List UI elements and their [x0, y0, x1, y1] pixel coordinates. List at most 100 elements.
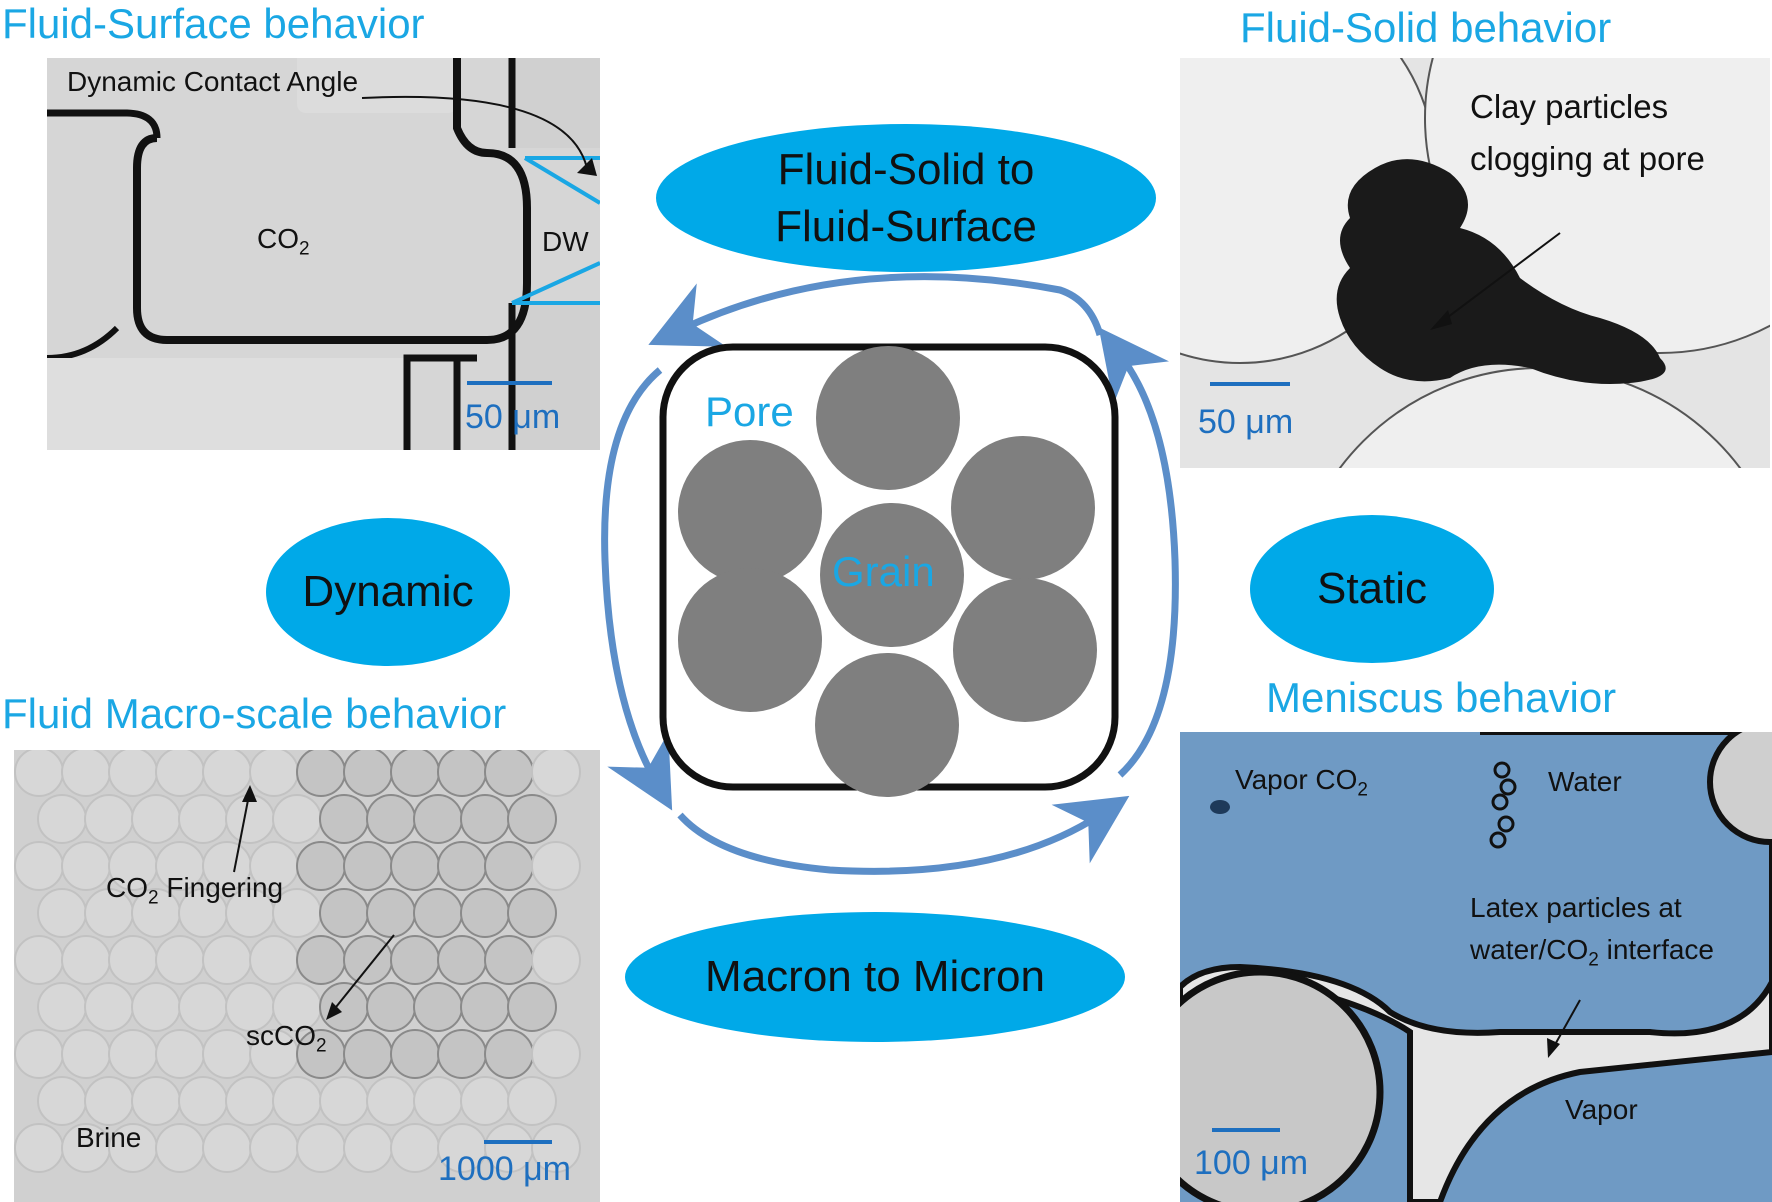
ellipse-dynamic: Dynamic — [266, 518, 510, 666]
label-vapor: Vapor — [1565, 1094, 1638, 1125]
macro-grain — [37, 1076, 87, 1126]
macro-grain — [413, 794, 463, 844]
macro-grain — [61, 935, 111, 985]
macro-grain — [366, 794, 416, 844]
grain — [678, 568, 822, 712]
label-latex-line1: Latex particles at — [1470, 892, 1682, 923]
macro-grain — [413, 888, 463, 938]
panel-fluid-macro: CO2 Fingering scCO2 Brine 1000 μm — [14, 750, 600, 1202]
macro-grain — [61, 1029, 111, 1079]
macro-grain — [131, 1076, 181, 1126]
macro-grain — [296, 935, 346, 985]
macro-grain — [202, 750, 252, 797]
micrograph-macro — [14, 750, 600, 1202]
macro-grain — [343, 935, 393, 985]
macro-grain — [155, 935, 205, 985]
label-co2-fingering: CO2 Fingering — [106, 872, 284, 909]
macro-grain — [296, 1123, 346, 1173]
arrow-right — [1098, 327, 1179, 778]
macro-grain — [460, 794, 510, 844]
macro-grain — [202, 935, 252, 985]
label-clay-line2: clogging at pore — [1470, 140, 1705, 177]
macro-grain — [390, 935, 440, 985]
macro-grain — [249, 1123, 299, 1173]
macro-grain — [14, 935, 64, 985]
panel-fluid-surface: Dynamic Contact Angle CO2 DW 50 μm — [47, 58, 600, 450]
macro-grain — [296, 750, 346, 797]
macro-grain — [225, 1076, 275, 1126]
grain — [678, 440, 822, 584]
ellipse-static: Static — [1250, 515, 1494, 663]
macro-grain — [319, 888, 369, 938]
macro-grain — [14, 750, 64, 797]
macro-grain — [531, 841, 581, 891]
scale-label-tr: 50 μm — [1198, 403, 1294, 441]
macro-grain — [507, 794, 557, 844]
label-brine: Brine — [76, 1122, 142, 1153]
title-meniscus: Meniscus behavior — [1266, 674, 1617, 721]
macro-grain — [460, 982, 510, 1032]
grain — [951, 436, 1095, 580]
label-scco2: scCO2 — [246, 1020, 327, 1057]
arrow-bottom — [677, 795, 1130, 875]
label-water: Water — [1548, 766, 1622, 797]
grain — [816, 346, 960, 490]
macro-grain — [272, 1076, 322, 1126]
macro-grain — [437, 841, 487, 891]
macro-grain — [507, 982, 557, 1032]
macro-grain — [484, 841, 534, 891]
macro-grain — [84, 794, 134, 844]
label-latex-line2: water/CO2 interface — [1470, 934, 1714, 971]
panel-fluid-solid: Clay particles clogging at pore 50 μm — [1180, 58, 1770, 468]
macro-grain — [178, 982, 228, 1032]
macro-grain — [460, 888, 510, 938]
macro-grain — [14, 1029, 64, 1079]
macro-grain — [484, 1029, 534, 1079]
macro-grain — [37, 982, 87, 1032]
macro-grain — [319, 794, 369, 844]
grain — [953, 578, 1097, 722]
macro-grain — [131, 982, 181, 1032]
macro-grain — [531, 935, 581, 985]
macro-grain — [343, 841, 393, 891]
macro-grain — [37, 888, 87, 938]
label-co2: CO2 — [257, 223, 310, 260]
macro-grain — [390, 750, 440, 797]
macro-grain — [319, 1076, 369, 1126]
macro-grain — [343, 750, 393, 797]
macro-grain — [460, 1076, 510, 1126]
title-fluid-surface: Fluid-Surface behavior — [2, 0, 425, 47]
macro-grain — [61, 750, 111, 797]
scale-label-tl: 50 μm — [465, 398, 561, 436]
scale-label-bl: 1000 μm — [438, 1150, 571, 1188]
macro-grain — [178, 794, 228, 844]
macro-grain — [108, 935, 158, 985]
macro-grain — [319, 982, 369, 1032]
macro-grain — [178, 1076, 228, 1126]
micrograph-clay — [1180, 58, 1770, 468]
macro-grain — [202, 1029, 252, 1079]
macro-grain — [531, 1029, 581, 1079]
grain — [815, 653, 959, 797]
arrow-left — [601, 367, 673, 811]
macro-grain — [531, 1123, 581, 1173]
title-fluid-macro: Fluid Macro-scale behavior — [2, 690, 507, 737]
macro-grain — [108, 1029, 158, 1079]
macro-grain — [343, 1029, 393, 1079]
macro-grain — [61, 841, 111, 891]
macro-grain — [37, 794, 87, 844]
macro-grain — [366, 982, 416, 1032]
label-clay-line1: Clay particles — [1470, 88, 1669, 125]
macro-grain — [390, 1123, 440, 1173]
macro-grain — [437, 935, 487, 985]
scale-label-br: 100 μm — [1194, 1144, 1309, 1182]
arrow-top — [648, 273, 1104, 347]
macro-grain — [14, 1123, 64, 1173]
macro-grain — [202, 1123, 252, 1173]
macro-grain — [484, 750, 534, 797]
macro-grain — [14, 841, 64, 891]
macro-grain — [507, 888, 557, 938]
macro-grain — [390, 1029, 440, 1079]
macro-grain — [437, 1029, 487, 1079]
